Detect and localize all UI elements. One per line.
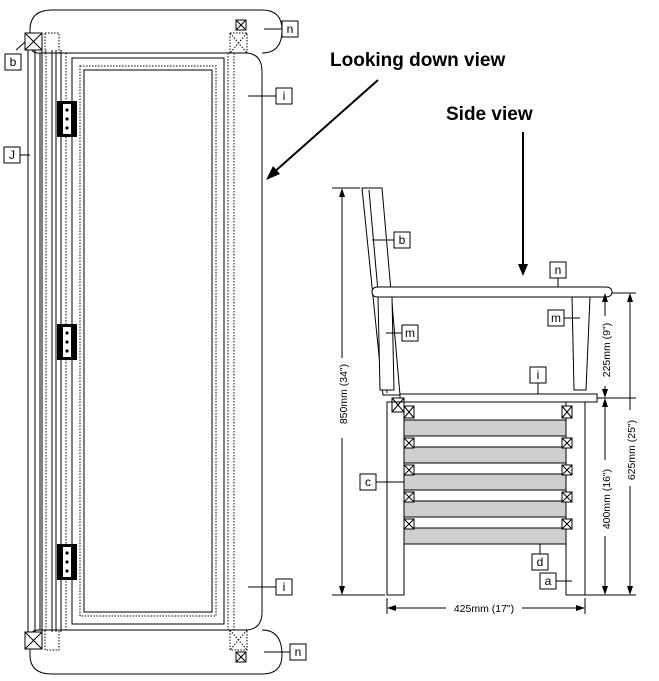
- arrow-looking-down-head: [266, 166, 280, 180]
- arrow-side-head: [518, 264, 528, 276]
- post-top-right: [229, 19, 248, 54]
- label-box-n-side: [549, 261, 567, 279]
- label-box-b-top: [4, 53, 22, 71]
- top-view-lid-top-end: [29, 9, 283, 54]
- label-d: d: [537, 555, 544, 569]
- top-view-lid: [39, 52, 263, 631]
- label-box-j: [3, 146, 21, 164]
- label-box-a: [539, 572, 557, 590]
- heading-side-view: Side view: [446, 104, 533, 125]
- top-view-inner-panel-edge: [83, 69, 213, 613]
- hinge-middle: [57, 324, 77, 360]
- support-left: [377, 296, 395, 391]
- label-m-left: m: [405, 326, 415, 340]
- heading-looking-down-view: Looking down view: [330, 50, 505, 71]
- dim-depth: 425mm (17"): [386, 598, 586, 615]
- post-bottom-right: [229, 629, 248, 663]
- post-bottom-left: [24, 631, 43, 650]
- leg-front: [386, 401, 405, 596]
- support-right: [571, 296, 591, 391]
- label-b-top: b: [10, 55, 17, 69]
- label-a: a: [545, 574, 552, 588]
- label-m-right: m: [551, 311, 561, 325]
- label-box-n-top: [281, 20, 299, 38]
- seat-post-left: [391, 397, 405, 413]
- label-b-side: b: [399, 233, 406, 247]
- label-box-d: [531, 553, 549, 571]
- label-n-bottom: n: [295, 645, 302, 659]
- side-view: b n m m i c d a 850mm (34"): [332, 187, 638, 615]
- dim-label-top-height: 625mm (25"): [626, 420, 638, 480]
- dim-seat-height: 400mm (16"): [598, 398, 613, 595]
- label-box-b-side: [393, 231, 411, 249]
- dim-seat-to-top: 225mm (9"): [597, 292, 636, 399]
- side-lid: [371, 286, 613, 298]
- label-box-m-right: [547, 309, 565, 327]
- top-view: n b i J i n: [3, 9, 307, 675]
- post-bottom-left-dotted: [44, 629, 60, 651]
- dim-label-seat-to-top: 225mm (9"): [601, 323, 613, 378]
- arrow-looking-down: [271, 79, 379, 175]
- label-n-side: n: [555, 263, 562, 277]
- slats: [403, 419, 567, 545]
- post-top-left: [24, 32, 43, 51]
- dim-top-height: 625mm (25"): [585, 293, 638, 596]
- top-view-inner-panel: [79, 65, 217, 617]
- dim-label-overall-height: 850mm (34"): [338, 364, 350, 424]
- label-box-i-lower: [275, 578, 293, 596]
- label-box-n-bottom: [289, 643, 307, 661]
- slat-blocks: [403, 405, 573, 530]
- post-top-left-dotted: [44, 32, 60, 54]
- side-seat: [399, 393, 598, 403]
- label-box-i-side: [529, 366, 547, 384]
- label-c: c: [365, 475, 371, 489]
- hinge-top: [57, 101, 77, 137]
- dim-overall-height: 850mm (34"): [332, 187, 385, 596]
- hinge-bottom: [57, 544, 77, 580]
- label-box-m-left: [401, 324, 419, 342]
- top-view-inner-panel-outer: [71, 57, 225, 625]
- dim-label-seat-height: 400mm (16"): [601, 469, 613, 529]
- label-box-i-upper: [275, 87, 293, 105]
- dim-label-depth: 425mm (17"): [454, 603, 514, 615]
- label-box-c: [359, 473, 377, 491]
- label-j: J: [9, 148, 15, 162]
- label-i-upper: i: [283, 89, 286, 103]
- label-i-lower: i: [283, 580, 286, 594]
- label-n-top: n: [287, 22, 294, 36]
- label-i-side: i: [537, 368, 540, 382]
